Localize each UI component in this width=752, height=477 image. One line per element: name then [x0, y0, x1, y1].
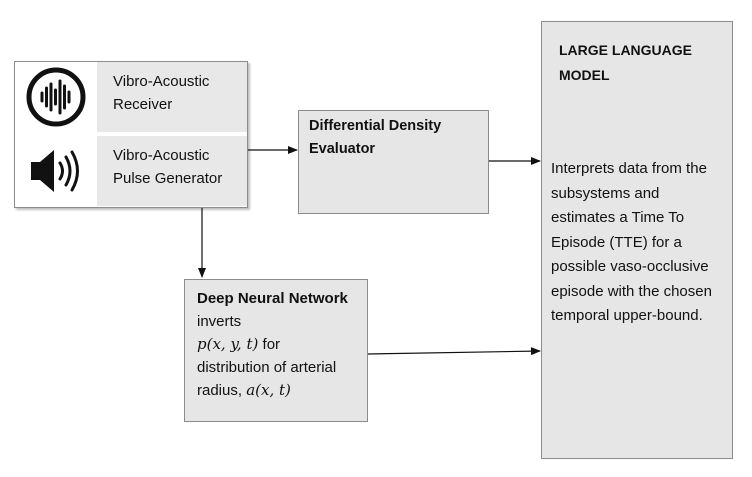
- deep-neural-network-box: Deep Neural Network inverts p(x, y, t) f…: [184, 279, 368, 422]
- dnn-math-p: p(x, y, t): [197, 335, 259, 353]
- differential-density-evaluator-title: Differential Density Evaluator: [309, 118, 442, 157]
- vibro-acoustic-pulse-generator-label: Vibro-Acoustic Pulse Generator: [97, 136, 247, 206]
- large-language-model-box: LARGE LANGUAGE MODEL Interprets data fro…: [541, 21, 733, 459]
- llm-description: Interprets data from the subsystems and …: [551, 160, 712, 324]
- dnn-text-for: for: [258, 336, 281, 353]
- dnn-text-radius: radius,: [197, 382, 247, 399]
- vibro-acoustic-module: Vibro-Acoustic Receiver Vibro-Acoustic P…: [14, 61, 248, 208]
- arrow-dnn-to-llm: [367, 347, 541, 356]
- llm-title: LARGE LANGUAGE MODEL: [559, 42, 692, 83]
- dnn-description: Deep Neural Network inverts p(x, y, t) f…: [197, 287, 355, 402]
- dnn-math-a: a(x, t): [246, 381, 291, 399]
- vibro-acoustic-receiver-label: Vibro-Acoustic Receiver: [97, 62, 247, 132]
- dnn-title: Deep Neural Network: [197, 290, 348, 307]
- differential-density-evaluator-box: Differential Density Evaluator: [298, 110, 489, 214]
- dnn-text-distribution: distribution of arterial: [197, 359, 337, 376]
- speaker-icon: [15, 136, 97, 206]
- dnn-text-inverts: inverts: [197, 313, 242, 330]
- sound-wave-icon: [15, 62, 97, 132]
